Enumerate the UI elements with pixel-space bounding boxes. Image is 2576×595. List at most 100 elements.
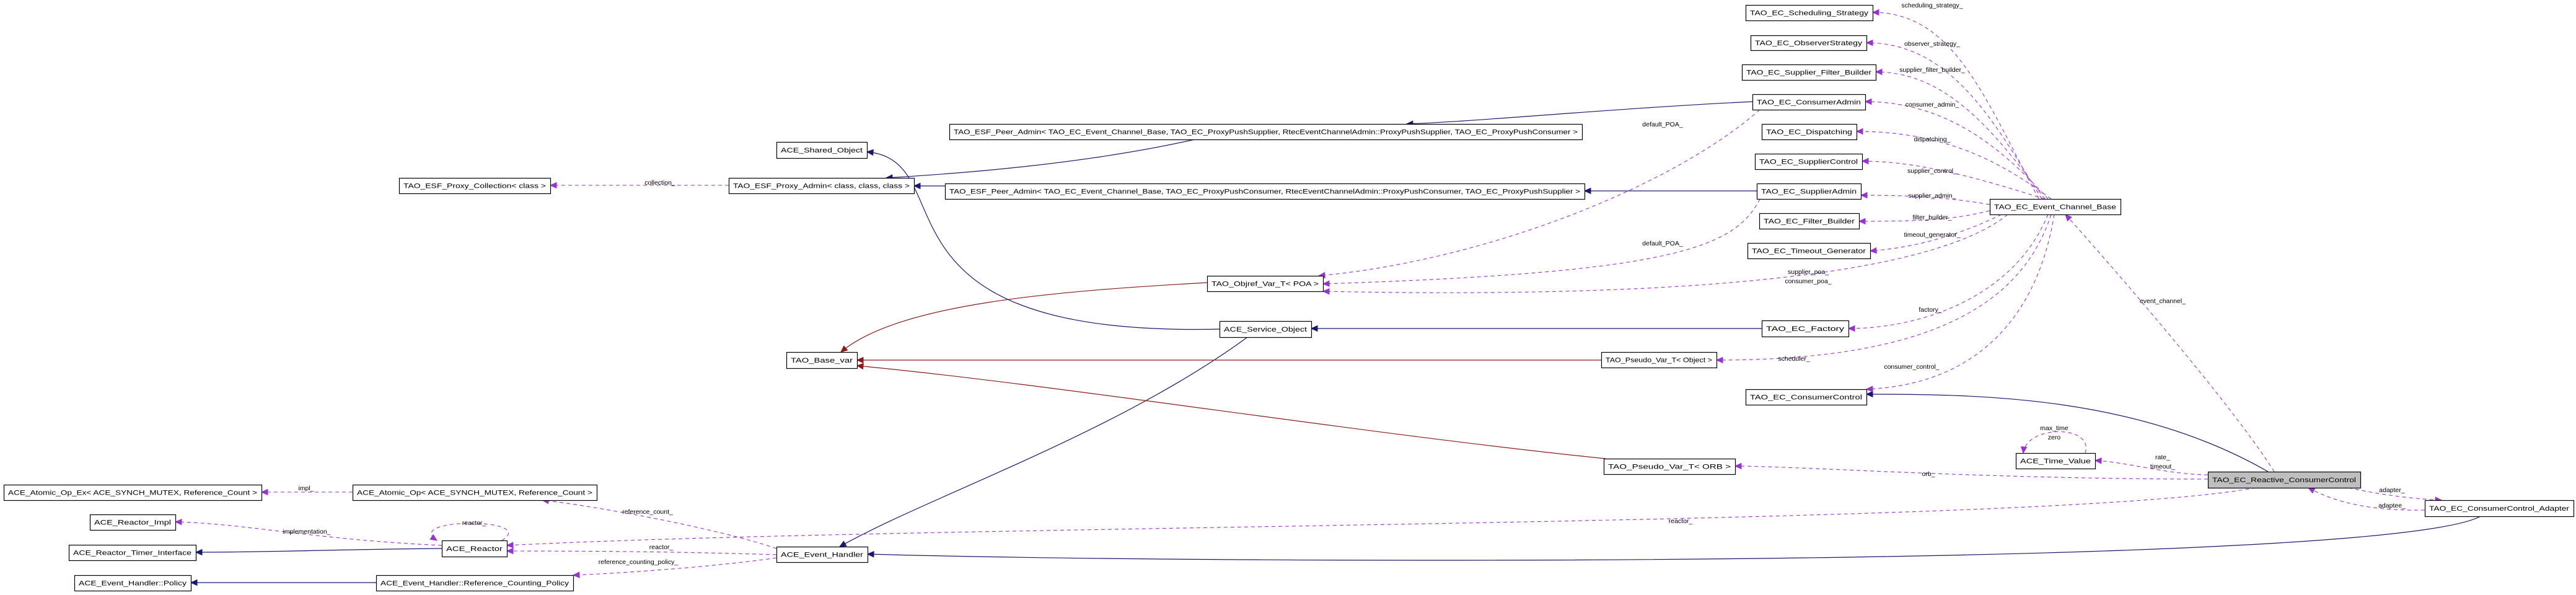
edge-label: supplier_control_ bbox=[1907, 167, 1957, 175]
edge-label: scheduling_strategy_ bbox=[1901, 2, 1963, 9]
class-node-proxyAdmin[interactable]: TAO_ESF_Proxy_Admin< class, class, class… bbox=[728, 177, 915, 195]
class-node-sched[interactable]: TAO_EC_Scheduling_Strategy bbox=[1745, 4, 1874, 22]
class-node-ecbase[interactable]: TAO_EC_Event_Channel_Base bbox=[1989, 198, 2122, 216]
class-name: TAO_EC_Timeout_Generator bbox=[1752, 248, 1866, 255]
arrowhead-icon bbox=[2307, 487, 2316, 494]
class-node-obs[interactable]: TAO_EC_ObserverStrategy bbox=[1750, 35, 1868, 51]
class-node-pvObj[interactable]: TAO_Pseudo_Var_T< Object > bbox=[1601, 351, 1718, 369]
class-node-timerIf[interactable]: ACE_Reactor_Timer_Interface bbox=[68, 544, 197, 562]
edge-usage-ecbase-to-sched: scheduling_strategy_ bbox=[1871, 2, 2039, 200]
class-node-objref[interactable]: TAO_Objref_Var_T< POA > bbox=[1207, 275, 1324, 293]
edge-line bbox=[867, 516, 2481, 561]
edge-usage-ecbase-to-cctrl: consumer_control_ bbox=[1865, 214, 2055, 392]
class-name: TAO_ESF_Peer_Admin< TAO_EC_Event_Channel… bbox=[954, 129, 1578, 136]
class-node-policy[interactable]: ACE_Event_Handler::Policy bbox=[74, 575, 192, 592]
class-name: TAO_Pseudo_Var_T< ORB > bbox=[1608, 464, 1731, 471]
class-name: ACE_Event_Handler::Policy bbox=[79, 580, 187, 588]
arrowhead-icon bbox=[1310, 325, 1318, 332]
class-node-rcpolicy[interactable]: ACE_Event_Handler::Reference_Counting_Po… bbox=[376, 575, 574, 592]
edge-usage-ecbase-to-sadmin: supplier_admin_ bbox=[1860, 192, 1990, 205]
edge-inheritance-reactor-to-timerIf bbox=[195, 548, 442, 556]
edge-label: adapter_ bbox=[2379, 487, 2405, 494]
class-name: TAO_ESF_Peer_Admin< TAO_EC_Event_Channel… bbox=[949, 188, 1580, 196]
edge-line bbox=[2095, 460, 2209, 475]
edge-line bbox=[2065, 214, 2275, 472]
class-node-reactive[interactable]: TAO_EC_Reactive_ConsumerControl bbox=[2207, 471, 2362, 489]
edge-label: scheduler_ bbox=[1778, 355, 1810, 363]
class-box bbox=[944, 183, 1586, 200]
edge-line bbox=[431, 522, 509, 541]
arrowhead-icon bbox=[1861, 157, 1869, 165]
arrowhead-icon bbox=[174, 518, 182, 526]
arrowhead-icon bbox=[866, 551, 874, 558]
class-name: TAO_EC_ConsumerControl bbox=[1750, 394, 1862, 402]
edge-usage-ecbase-to-factory: factory_ bbox=[1847, 214, 2049, 332]
edge-label: timeout_generator_ bbox=[1904, 231, 1960, 239]
edge-label: zero bbox=[2048, 434, 2061, 441]
class-name: ACE_Atomic_Op_Ex< ACE_SYNCH_MUTEX, Refer… bbox=[8, 490, 257, 497]
class-node-factory[interactable]: TAO_EC_Factory bbox=[1761, 320, 1850, 338]
class-box bbox=[68, 544, 197, 562]
class-name: ACE_Time_Value bbox=[2020, 458, 2091, 465]
arrowhead-icon bbox=[1875, 68, 1883, 76]
class-box bbox=[74, 575, 192, 592]
edge-label: reactor_ bbox=[1669, 518, 1693, 525]
arrowhead-icon bbox=[1865, 39, 1873, 46]
arrowhead-icon bbox=[1869, 247, 1877, 254]
class-node-cadmin[interactable]: TAO_EC_ConsumerAdmin bbox=[1752, 94, 1866, 111]
class-node-peerC[interactable]: TAO_ESF_Peer_Admin< TAO_EC_Event_Channel… bbox=[944, 183, 1586, 200]
class-box bbox=[2015, 452, 2096, 470]
class-name: TAO_ESF_Proxy_Collection< class > bbox=[403, 183, 546, 190]
class-name: TAO_Base_var bbox=[791, 357, 853, 364]
class-node-sctrl[interactable]: TAO_EC_SupplierControl bbox=[1754, 153, 1863, 170]
class-node-peerS[interactable]: TAO_ESF_Peer_Admin< TAO_EC_Event_Channel… bbox=[949, 123, 1583, 141]
class-node-reactor[interactable]: ACE_Reactor bbox=[441, 540, 508, 558]
edge-usage-ecbase-to-disp: dispatching_ bbox=[1855, 128, 2052, 200]
edge-line bbox=[2308, 487, 2425, 511]
class-box bbox=[1761, 320, 1850, 338]
edge-line bbox=[866, 151, 1220, 330]
class-node-reactorImpl[interactable]: ACE_Reactor_Impl bbox=[89, 514, 177, 531]
edge-usage-adapter-to-reactive: adaptee_ bbox=[2307, 487, 2425, 511]
edge-inheritance-svc-to-shared bbox=[866, 149, 1220, 330]
edge-line bbox=[1865, 101, 2049, 200]
class-node-fb[interactable]: TAO_EC_Filter_Builder bbox=[1759, 213, 1860, 230]
class-node-pvOrb[interactable]: TAO_Pseudo_Var_T< ORB > bbox=[1603, 458, 1736, 475]
edge-usage-ecbase-to-objref: supplier_poa_consumer_poa_ bbox=[1322, 214, 2008, 295]
class-name: ACE_Reactor_Impl bbox=[94, 519, 171, 527]
class-node-atomic[interactable]: ACE_Atomic_Op< ACE_SYNCH_MUTEX, Referenc… bbox=[352, 484, 598, 501]
edge-line bbox=[856, 365, 1606, 459]
edge-label: implementation_ bbox=[283, 528, 330, 536]
arrowhead-icon bbox=[840, 345, 848, 353]
edge-label: consumer_control_ bbox=[1884, 363, 1939, 371]
edge-template-objref-to-basevar bbox=[840, 282, 1208, 353]
edge-usage-evh-to-atomic: reference_count_ bbox=[541, 497, 777, 549]
arrowhead-icon bbox=[1871, 9, 1879, 16]
arrowhead-icon bbox=[429, 534, 438, 541]
class-node-svc[interactable]: ACE_Service_Object bbox=[1219, 320, 1312, 338]
class-node-sadmin[interactable]: TAO_EC_SupplierAdmin bbox=[1756, 183, 1862, 200]
class-node-tgen[interactable]: TAO_EC_Timeout_Generator bbox=[1747, 242, 1871, 260]
class-name: TAO_EC_Reactive_ConsumerControl bbox=[2212, 477, 2356, 484]
class-node-timeval[interactable]: ACE_Time_Value bbox=[2015, 452, 2096, 470]
class-node-sfb[interactable]: TAO_EC_Supplier_Filter_Builder bbox=[1741, 64, 1877, 81]
class-box bbox=[1761, 123, 1858, 141]
class-node-atomicEx[interactable]: ACE_Atomic_Op_Ex< ACE_SYNCH_MUTEX, Refer… bbox=[3, 484, 263, 501]
class-node-adapter[interactable]: TAO_EC_ConsumerControl_Adapter bbox=[2424, 500, 2575, 518]
class-name: TAO_EC_SupplierControl bbox=[1759, 159, 1858, 166]
edge-line bbox=[1856, 131, 2052, 200]
class-box bbox=[776, 141, 868, 159]
class-node-basevar[interactable]: TAO_Base_var bbox=[786, 351, 858, 369]
arrowhead-icon bbox=[506, 547, 514, 555]
class-name: TAO_EC_Scheduling_Strategy bbox=[1750, 10, 1869, 17]
arrowhead-icon bbox=[1847, 325, 1855, 332]
class-box bbox=[1754, 153, 1863, 170]
edge-line bbox=[195, 548, 442, 553]
edge-line bbox=[1875, 71, 2046, 200]
class-node-cctrl[interactable]: TAO_EC_ConsumerControl bbox=[1745, 389, 1868, 406]
class-node-shared[interactable]: ACE_Shared_Object bbox=[776, 141, 868, 159]
class-node-proxyColl[interactable]: TAO_ESF_Proxy_Collection< class > bbox=[398, 177, 552, 195]
class-node-evh[interactable]: ACE_Event_Handler bbox=[776, 546, 869, 563]
class-node-disp[interactable]: TAO_EC_Dispatching bbox=[1761, 123, 1858, 141]
class-box bbox=[3, 484, 263, 501]
